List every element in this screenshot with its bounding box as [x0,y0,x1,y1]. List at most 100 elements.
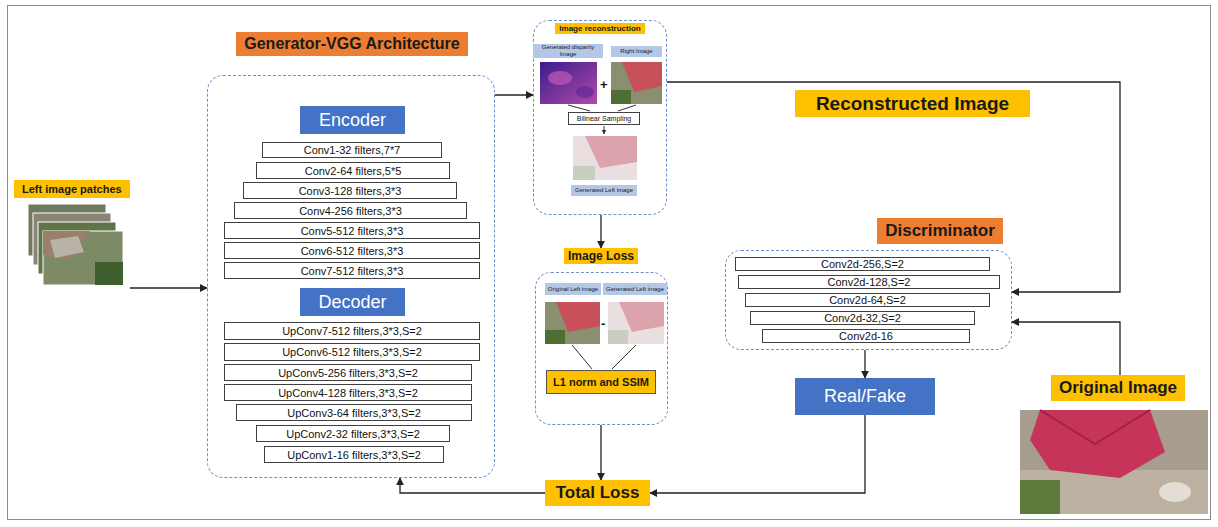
box-text: Decoder [318,292,386,313]
layer-box: UpConv6-512 filters,3*3,S=2 [224,343,480,361]
connector [650,415,865,493]
box-text: Generated disparity Image [533,44,603,58]
layer-box: Conv5-512 filters,3*3 [224,222,480,239]
box-text: UpConv2-32 filters,3*3,S=2 [286,428,420,440]
generated-left-image [573,136,637,180]
heading-label: Generator-VGG Architecture [236,32,467,56]
box-text: UpConv7-512 filters,3*3,S=2 [282,325,422,337]
box-text: Conv4-256 filters,3*3 [299,205,402,217]
generator-region: Generator-VGG ArchitectureEncoderConv1-3… [207,75,495,478]
box-text: Right Image [620,48,652,55]
image-caption: Right Image [611,46,662,57]
operator-symbol: + [600,77,608,92]
box-text: Conv5-512 filters,3*3 [301,225,404,237]
disparity-image [576,86,594,98]
symbol-wrap: - [601,314,605,332]
original-left-image [545,302,600,344]
layer-box: Conv2d-128,S=2 [738,275,1000,289]
flow-lines [568,105,636,369]
connector [130,287,207,288]
original-photo [1040,410,1150,444]
connector [667,82,1120,292]
box-text: Conv1-32 filters,7*7 [304,144,401,156]
original-photo [1020,410,1208,514]
box-text: UpConv5-256 filters,3*3,S=2 [278,367,418,379]
box-text: Conv2-64 filters,5*5 [305,165,402,177]
image-caption: Generated disparity Image [533,44,603,58]
disparity-image [540,62,597,104]
flow-lines [604,126,605,134]
layer-box: Conv1-32 filters,7*7 [262,142,442,158]
layer-box: UpConv7-512 filters,3*3,S=2 [224,322,480,340]
connector [400,478,545,493]
right-image [622,62,662,92]
box-text: UpConv6-512 filters,3*3,S=2 [282,346,422,358]
connector [600,425,601,480]
disparity-image [548,71,572,85]
box-text: Conv2d-32,S=2 [824,312,901,324]
generated-left-image [608,302,664,344]
frame [8,6,1211,520]
image-patches [50,236,84,258]
box-text: Original Left image [548,286,598,293]
loss-region: Image LossOriginal Left imageGenerated L… [535,272,668,425]
box-text: UpConv4-128 filters,3*3,S=2 [278,387,418,399]
decoder-box: Decoder [300,288,405,316]
right-image [611,62,662,104]
image-caption: Original Left image [545,283,601,295]
heading-label: Original Image [1051,375,1185,401]
image-patches [43,231,123,285]
box-text: L1 norm and SSIM [553,376,649,388]
layer-box: Conv2d-256,S=2 [735,257,990,271]
original-photo [1030,410,1165,478]
connector [864,350,865,378]
reconstruction-region: Image reconstructionGenerated disparity … [533,20,667,215]
image-caption: Generated Left image [603,283,667,295]
image-patches [28,204,123,285]
original-photo [1020,410,1208,514]
original-left-image [556,302,600,332]
box-text: Conv2d-256,S=2 [821,258,904,270]
generated-left-image [619,302,664,332]
input-group: Left image patches [12,180,130,292]
layer-box: UpConv2-32 filters,3*3,S=2 [256,425,450,442]
generated-left-image [573,136,637,180]
layer-box: UpConv4-128 filters,3*3,S=2 [224,384,472,401]
loss-box: L1 norm and SSIM [546,370,656,394]
connector [1012,322,1120,375]
box-text: Real/Fake [824,386,906,407]
heading-label: Left image patches [14,180,130,198]
right-image [611,90,631,104]
generated-left-image [608,330,628,344]
output-box: Real/Fake [795,378,935,415]
box-text: Reconstructed Image [816,93,1009,115]
box-text: UpConv3-64 filters,3*3,S=2 [287,407,421,419]
process-box: Bilinear Sampling [568,112,640,125]
layer-box: UpConv1-16 filters,3*3,S=2 [264,446,444,463]
layer-box: Conv3-128 filters,3*3 [243,182,457,199]
flow-lines [618,105,636,111]
box-text: Bilinear Sampling [577,115,631,122]
symbol-wrap: + [600,75,608,93]
box-text: Generated Left image [575,187,633,194]
loss-box: Total Loss [545,480,650,506]
section-label: Reconstructed Image [795,90,1030,117]
connector [600,215,601,248]
discriminator-region: DiscriminatorConv2d-256,S=2Conv2d-128,S=… [725,250,1012,350]
disparity-image [540,62,597,104]
layer-box: UpConv5-256 filters,3*3,S=2 [224,364,472,381]
box-text: Conv2d-128,S=2 [828,276,911,288]
box-text: Conv2d-64,S=2 [829,294,906,306]
layer-box: Conv7-512 filters,3*3 [224,262,480,279]
image-caption: Generated Left image [571,185,637,196]
generated-left-image [585,136,637,168]
box-text: Conv7-512 filters,3*3 [301,265,404,277]
generated-left-image [608,302,664,344]
connector [495,94,533,95]
box-text: UpConv1-16 filters,3*3,S=2 [287,449,421,461]
box-text: Conv3-128 filters,3*3 [299,185,402,197]
layer-box: Conv2d-16 [762,329,970,343]
layer-box: UpConv3-64 filters,3*3,S=2 [236,404,472,421]
original-photo [1159,482,1191,502]
